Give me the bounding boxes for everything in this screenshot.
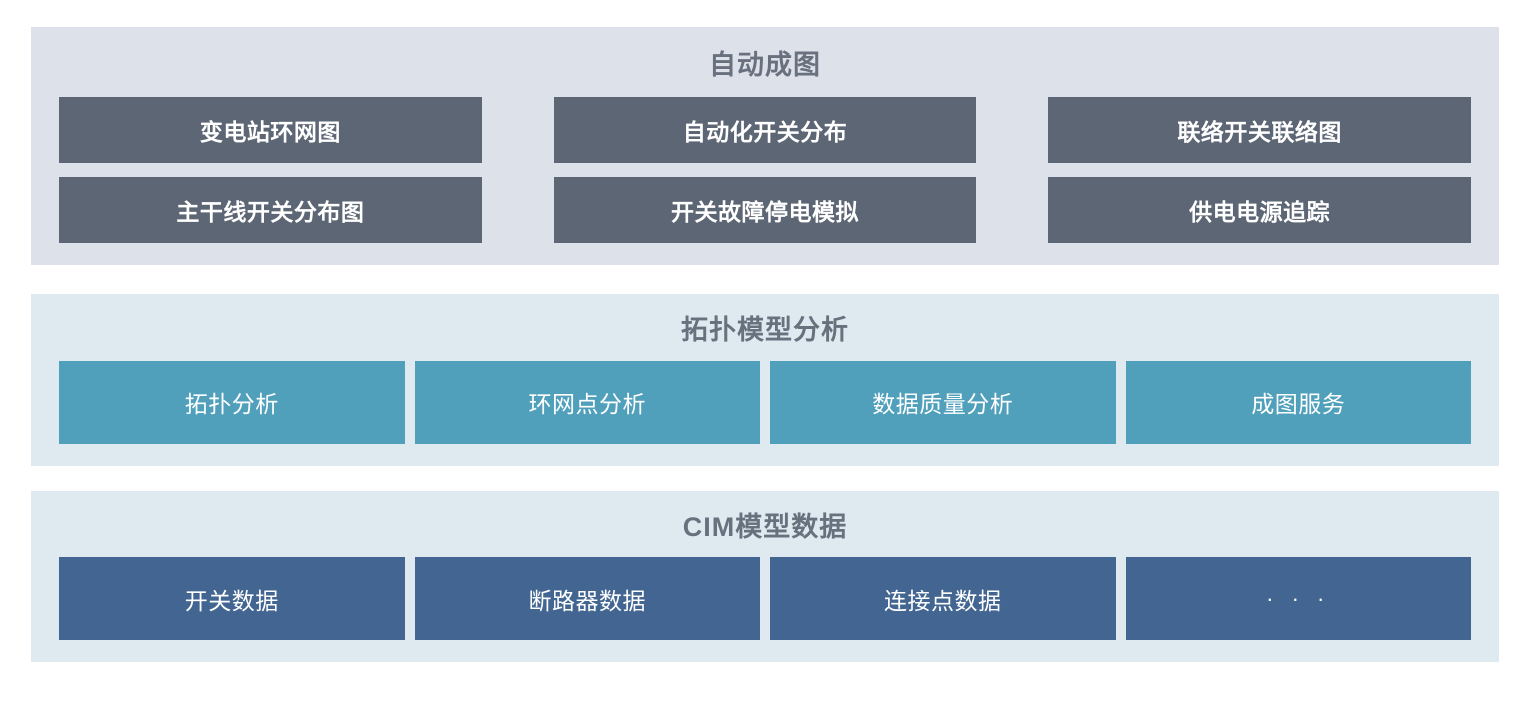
panel-automap-title: 自动成图 bbox=[709, 50, 821, 80]
panel-topology-title: 拓扑模型分析 bbox=[681, 314, 849, 345]
automap-row-1: 变电站环网图 自动化开关分布 联络开关联络图 bbox=[59, 96, 1472, 163]
tile-tie-switch-connection-diagram[interactable]: 联络开关联络图 bbox=[1048, 96, 1472, 163]
tile-switch-fault-outage-simulation[interactable]: 开关故障停电模拟 bbox=[553, 176, 977, 243]
topology-tile-row: 拓扑分析 环网点分析 数据质量分析 成图服务 bbox=[59, 360, 1471, 444]
tile-ring-node-analysis[interactable]: 环网点分析 bbox=[414, 360, 760, 444]
panel-automap: 自动成图 变电站环网图 自动化开关分布 联络开关联络图 主干线开关分布图 开关故… bbox=[31, 27, 1499, 265]
automap-row-2: 主干线开关分布图 开关故障停电模拟 供电电源追踪 bbox=[59, 176, 1472, 243]
cim-tile-row: 开关数据 断路器数据 连接点数据 · · · bbox=[59, 557, 1471, 641]
panel-cim-title: CIM模型数据 bbox=[682, 511, 848, 542]
tile-substation-ring-diagram[interactable]: 变电站环网图 bbox=[59, 96, 482, 163]
panel-topology-analysis: 拓扑模型分析 拓扑分析 环网点分析 数据质量分析 成图服务 bbox=[31, 293, 1499, 466]
tile-automation-switch-distribution[interactable]: 自动化开关分布 bbox=[553, 96, 977, 163]
tile-connectivity-node-data[interactable]: 连接点数据 bbox=[770, 557, 1116, 641]
architecture-stack: 自动成图 变电站环网图 自动化开关分布 联络开关联络图 主干线开关分布图 开关故… bbox=[31, 27, 1499, 663]
panel-cim-model-data: CIM模型数据 开关数据 断路器数据 连接点数据 · · · bbox=[31, 490, 1499, 663]
tile-topology-analysis[interactable]: 拓扑分析 bbox=[59, 360, 405, 444]
tile-data-quality-analysis[interactable]: 数据质量分析 bbox=[770, 360, 1116, 444]
tile-mapping-service[interactable]: 成图服务 bbox=[1125, 360, 1471, 444]
tile-switch-data[interactable]: 开关数据 bbox=[59, 557, 405, 641]
tile-more-data[interactable]: · · · bbox=[1125, 557, 1471, 641]
tile-power-source-tracing[interactable]: 供电电源追踪 bbox=[1048, 176, 1472, 243]
tile-breaker-data[interactable]: 断路器数据 bbox=[414, 557, 760, 641]
tile-trunk-line-switch-distribution[interactable]: 主干线开关分布图 bbox=[59, 176, 482, 243]
